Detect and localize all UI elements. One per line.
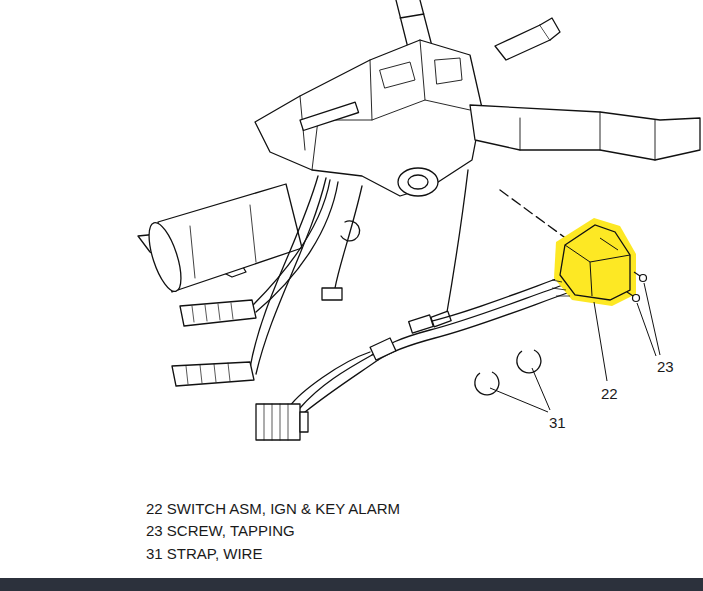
ignition-switch <box>552 280 570 296</box>
callout-number: 22 <box>600 385 619 403</box>
leader-lines <box>532 368 550 410</box>
leader-lines <box>490 388 548 412</box>
steering-column <box>409 315 434 333</box>
steering-column <box>446 170 468 318</box>
ignition-switch <box>554 218 636 306</box>
callout-number: 31 <box>548 414 567 432</box>
callout-number: 23 <box>656 358 675 376</box>
steering-column <box>186 363 230 384</box>
steering-column <box>264 404 288 440</box>
steering-column <box>520 112 655 160</box>
steering-column <box>372 284 566 355</box>
steering-column <box>192 303 233 322</box>
steering-column <box>172 362 254 386</box>
steering-column <box>190 205 256 278</box>
ignition-switch <box>565 238 630 296</box>
tapping-screws <box>627 292 633 296</box>
tapping-screws <box>633 295 640 302</box>
steering-column <box>495 25 550 60</box>
wire-straps <box>475 372 499 395</box>
leader-lines <box>594 302 607 381</box>
steering-column <box>322 288 342 300</box>
parts-list-entry: 22 SWITCH ASM, IGN & KEY ALARM <box>145 500 401 518</box>
steering-column <box>470 105 700 160</box>
steering-column <box>138 0 700 440</box>
steering-column <box>370 338 396 360</box>
steering-column <box>256 404 300 440</box>
bottom-bar <box>0 578 703 591</box>
steering-column <box>335 186 362 288</box>
leader-lines <box>490 283 660 412</box>
leader-lines <box>637 303 656 356</box>
parts-list-entry: 31 STRAP, WIRE <box>145 545 263 563</box>
steering-column <box>290 352 378 412</box>
steering-column <box>380 58 462 88</box>
steering-column <box>300 102 359 130</box>
tapping-screws <box>627 272 647 302</box>
ignition-switch <box>560 225 630 300</box>
ignition-switch <box>552 218 636 306</box>
tapping-screws <box>634 272 640 276</box>
steering-column <box>540 18 560 40</box>
steering-column <box>398 168 438 196</box>
tapping-screws <box>640 275 647 282</box>
steering-column <box>250 176 318 368</box>
steering-column <box>256 178 326 374</box>
wire-straps <box>517 350 541 373</box>
wire-straps <box>475 350 541 395</box>
steering-column <box>255 40 482 196</box>
steering-column <box>428 276 564 322</box>
steering-column <box>180 300 256 326</box>
steering-column <box>142 219 187 295</box>
steering-column <box>252 180 330 306</box>
steering-column <box>378 292 570 360</box>
parts-list-entry: 23 SCREW, TAPPING <box>145 522 296 540</box>
steering-column <box>300 40 470 170</box>
steering-column <box>408 175 428 189</box>
steering-column <box>500 190 575 245</box>
steering-column <box>300 412 308 432</box>
